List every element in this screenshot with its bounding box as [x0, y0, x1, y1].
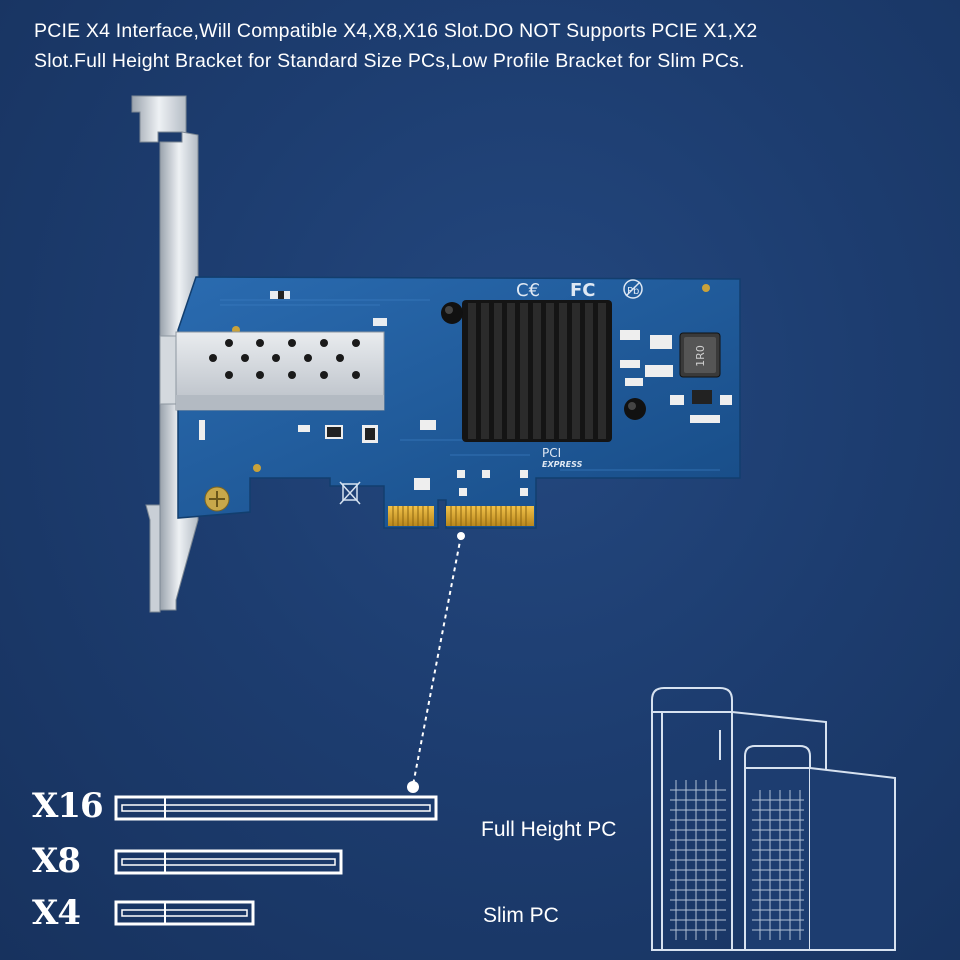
slot-label-x8: X8: [32, 841, 81, 881]
headline-line-1: PCIE X4 Interface,Will Compatible X4,X8,…: [34, 20, 758, 42]
svg-text:C€: C€: [516, 280, 540, 301]
slim-pc-illustration: [744, 745, 896, 951]
inductor: 1R0: [679, 332, 721, 378]
headline-banner: PCIE X4 Interface,Will Compatible X4,X8,…: [18, 10, 942, 88]
slot-label-x16: X16: [32, 786, 104, 826]
pcie-gold-fingers: [388, 506, 534, 526]
svg-text:FC: FC: [570, 280, 596, 301]
pci-label: PCI: [542, 446, 561, 460]
full-height-pc-label: Full Height PC: [481, 818, 617, 841]
headline-line-2: Slot.Full Height Bracket for Standard Si…: [34, 50, 745, 72]
slim-pc-label: Slim PC: [483, 904, 559, 927]
slot-label-x4: X4: [32, 893, 81, 933]
slot-x16-illustration: [114, 795, 438, 821]
heatsink: [441, 300, 646, 442]
sfp-port-cage: [159, 331, 385, 411]
slot-x4-illustration: [114, 900, 255, 926]
inductor-label: 1R0: [694, 345, 707, 367]
slot-x8-illustration: [114, 849, 343, 875]
slot-pointer-line: [407, 532, 465, 793]
svg-text:Pb: Pb: [627, 286, 639, 297]
express-label: EXPRESS: [542, 460, 583, 469]
